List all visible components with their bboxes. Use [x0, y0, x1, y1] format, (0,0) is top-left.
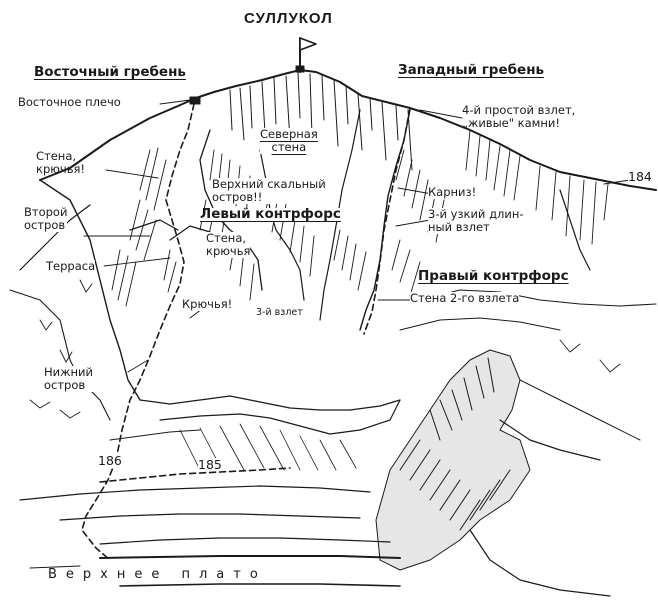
route-number-184: 184	[628, 169, 652, 184]
label-right-buttress: Правый контрфорс	[418, 268, 569, 284]
summit-name: СУЛЛУКОЛ	[244, 10, 333, 27]
label-pointers	[83, 99, 631, 373]
label-terrace: Терраса	[46, 259, 96, 273]
west-ridge-hatching	[465, 129, 609, 271]
route-number-185: 185	[198, 457, 222, 472]
east-shoulder-marker	[189, 96, 201, 105]
left-buttress-hatching	[111, 147, 211, 307]
rock-outcrop	[375, 349, 611, 597]
route-number-186: 186	[98, 453, 122, 468]
rock-texture	[29, 279, 621, 419]
right-route	[363, 107, 411, 335]
label-fourth-climb: 4-й простой взлет, „живые" камни!	[462, 103, 576, 130]
label-upper-island: Верхний скальный остров!!	[212, 177, 326, 204]
label-upper-plateau: Верхнее плато	[48, 567, 267, 582]
bottom-route	[81, 459, 117, 561]
label-wall-hooks-top: Стена, крючья!	[36, 149, 86, 176]
ridge-outline	[39, 69, 657, 191]
label-cornice: Карниз!	[428, 185, 477, 199]
plateau-lines	[19, 485, 401, 587]
central-face-hatching	[199, 149, 315, 301]
label-wall-hooks-mid: Стена, крючья	[206, 231, 251, 258]
label-east-shoulder: Восточное плечо	[18, 95, 121, 109]
glacier-hatching	[179, 423, 357, 471]
summit-hatching	[229, 71, 413, 171]
label-third-climb: 3-й взлет	[256, 306, 303, 319]
label-hooks: Крючья!	[182, 297, 233, 311]
label-narrow-climb: 3-й узкий длин- ный взлет	[428, 207, 524, 234]
label-lower-island: Нижний остров	[44, 365, 93, 392]
label-second-island: Второй остров	[24, 205, 68, 232]
label-west-ridge: Западный гребень	[398, 62, 545, 78]
label-north-wall: Северная стена	[260, 127, 318, 154]
traverse-route	[99, 467, 291, 483]
summit-flag-icon	[295, 37, 317, 73]
label-east-ridge: Восточный гребень	[34, 64, 186, 80]
left-route	[115, 103, 195, 461]
label-left-buttress: Левый контрфорс	[200, 206, 341, 222]
label-second-climb-wall: Стена 2-го взлета	[410, 291, 520, 305]
